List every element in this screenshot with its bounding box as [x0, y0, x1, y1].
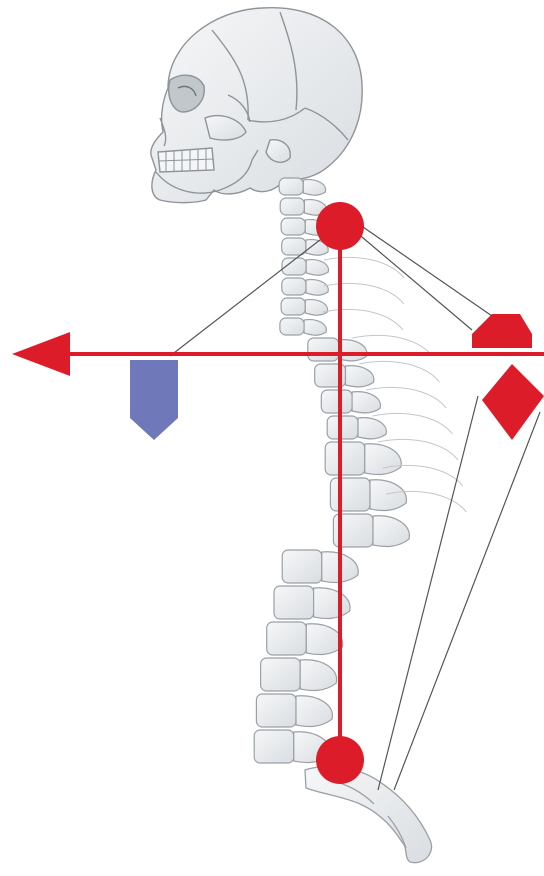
vertebra-process — [346, 366, 374, 387]
vertebra-process — [306, 624, 342, 655]
vertebra-body — [280, 198, 304, 215]
vertebra-body — [280, 318, 304, 335]
sacrum-coccyx-illustration — [305, 766, 432, 862]
vertebra-body — [256, 694, 296, 727]
vertebra-process — [358, 418, 386, 439]
rib-outline — [324, 283, 404, 304]
posterior-red-diamond — [482, 364, 544, 440]
vertebra-process — [306, 280, 328, 296]
vertebra-process — [365, 444, 401, 475]
posterior-red-pentagon — [472, 314, 532, 348]
line-diamond-to-sacrum-right — [394, 412, 540, 790]
vertebra-process — [300, 660, 336, 691]
skull-illustration — [151, 8, 362, 203]
vertebra-process — [296, 696, 332, 727]
vertebra-body — [282, 550, 322, 583]
vertebra-body — [279, 178, 303, 195]
anterior-arrow-head — [12, 332, 70, 376]
vertebra-process — [314, 588, 350, 619]
line-circle-to-pentagon-upper — [350, 218, 492, 316]
vertebra-body — [267, 622, 307, 655]
rib-outline — [323, 309, 403, 330]
vertebra-body — [274, 586, 314, 619]
rib-outline — [324, 257, 404, 278]
vertebra-body — [254, 730, 294, 763]
vertebra-body — [321, 390, 352, 413]
vertebra-body — [330, 478, 370, 511]
vertebra-process — [370, 480, 406, 511]
sacral-circle — [316, 736, 364, 784]
vertebra-process — [339, 340, 367, 361]
vertebra-process — [305, 300, 327, 316]
vertebra-process — [304, 320, 326, 336]
vertebra-body — [281, 298, 305, 315]
vertebra-process — [303, 180, 325, 196]
vertebra-process — [373, 516, 409, 547]
vertebra-process — [306, 260, 328, 276]
vertebra-body — [327, 416, 358, 439]
vertebra-body — [325, 442, 365, 475]
vertebra-body — [282, 278, 306, 295]
line-circle-to-pentagon-lower — [356, 232, 472, 330]
vertebra-body — [308, 338, 339, 361]
vertebra-body — [281, 218, 305, 235]
vertebra-process — [352, 392, 380, 413]
vertebra-body — [261, 658, 301, 691]
vertebra-body — [282, 238, 306, 255]
cervical-apex-circle — [316, 202, 364, 250]
anterior-blue-tag — [130, 360, 178, 440]
